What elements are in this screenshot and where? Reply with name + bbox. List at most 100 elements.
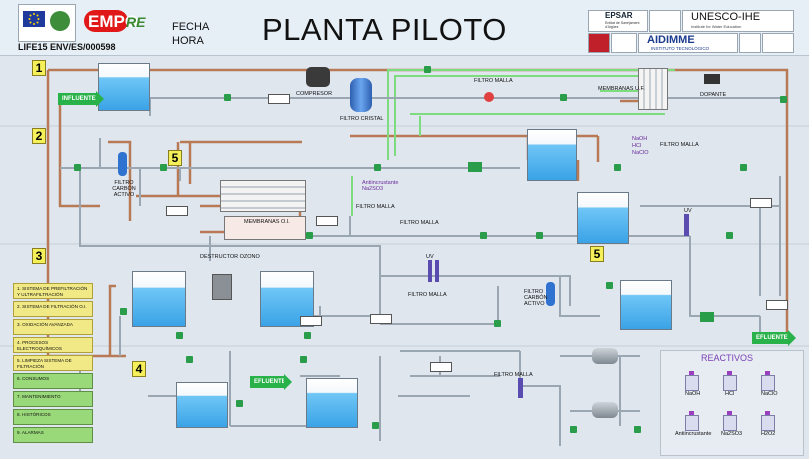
reagent-label-naoh: NaOH	[685, 391, 701, 397]
menu-item-limpieza-label: 5. LIMPIEZA SISTEMA DE FILTRACIÓN	[17, 358, 72, 369]
uf-product-tank[interactable]	[527, 129, 577, 181]
indicator-box[interactable]	[268, 94, 290, 104]
indicator-box[interactable]	[300, 316, 322, 326]
valve[interactable]	[570, 426, 577, 433]
section-4-marker: 4	[132, 361, 146, 377]
valve[interactable]	[536, 232, 543, 239]
filtro-malla-label-2: FILTRO MALLA	[356, 204, 395, 210]
reagent-h2o2[interactable]	[761, 411, 775, 431]
filtro-malla-1[interactable]	[484, 92, 494, 102]
dopante-pump[interactable]	[704, 74, 720, 84]
reagent-hcl[interactable]	[723, 371, 737, 391]
valve[interactable]	[424, 66, 431, 73]
naclo-label: NaClO	[632, 150, 649, 156]
valve[interactable]	[560, 94, 567, 101]
valve[interactable]	[304, 332, 311, 339]
pipe-network	[0, 68, 809, 446]
uv-label-2: UV	[426, 254, 434, 260]
uv-lamps-2[interactable]	[428, 260, 442, 282]
filtro-malla-label-6: FILTRO MALLA	[494, 372, 533, 378]
filtro-carbon-2[interactable]	[546, 282, 555, 306]
valve[interactable]	[480, 232, 487, 239]
menu-item-prefiltracion[interactable]: 1. SISTEMA DE PREFILTRACIÓN Y ULTRAFILTR…	[13, 283, 93, 299]
reagent-naclo[interactable]	[761, 371, 775, 391]
filtro-cristal[interactable]	[350, 78, 372, 112]
menu-item-oxidacion[interactable]: 3. OXIDACIÓN AVANZADA	[13, 319, 93, 335]
electro-tank-2[interactable]	[306, 378, 358, 428]
empo-logo-text: EMPO	[88, 12, 139, 31]
indicator-box[interactable]	[166, 206, 188, 216]
valve[interactable]	[780, 96, 787, 103]
aidimme-logo-subtext: INSTITUTO TECNOLÓGICO	[651, 46, 710, 51]
valve[interactable]	[300, 356, 307, 363]
ozone-tank-1[interactable]	[132, 271, 186, 327]
valve[interactable]	[74, 164, 81, 171]
valve[interactable]	[176, 332, 183, 339]
indicator-box[interactable]	[766, 300, 788, 310]
epsar-logo-text: EPSAR	[605, 11, 633, 20]
efluente-arrow-right: EFLUENTE	[752, 330, 796, 346]
filtro-malla-label-3: FILTRO MALLA	[400, 220, 439, 226]
menu-item-historicos[interactable]: 8. HISTÓRICOS	[13, 409, 93, 425]
hora-label: HORA	[172, 35, 204, 47]
empo-logo-suffix: RE	[126, 14, 146, 30]
valve[interactable]	[374, 164, 381, 171]
reagent-naoh[interactable]	[685, 371, 699, 391]
efluente-tank[interactable]	[620, 280, 672, 330]
electro-tank-1[interactable]	[176, 382, 228, 428]
unesco-logo-subtext: Institute for Water Education	[691, 24, 742, 29]
menu-item-mantenimiento-label: 7. MANTENIMIENTO	[17, 394, 61, 399]
reagent-antiincrustante[interactable]	[685, 411, 699, 431]
menu-item-mantenimiento[interactable]: 7. MANTENIMIENTO	[13, 391, 93, 407]
menu-item-oxidacion-label: 3. OXIDACIÓN AVANZADA	[17, 322, 73, 327]
valve[interactable]	[726, 232, 733, 239]
menu-item-filtracion-oi[interactable]: 2. SISTEMA DE FILTRACIÓN O.I.	[13, 301, 93, 317]
na2so3-label: Na2SO3	[362, 186, 384, 192]
efluente-label-mid: EFLUENTE	[254, 379, 286, 385]
uv-lamp-3[interactable]	[518, 378, 523, 398]
antiincrustante-label: Antiincrustante	[362, 180, 399, 186]
pump-section-2[interactable]	[468, 162, 482, 172]
valve[interactable]	[634, 426, 641, 433]
epsar-logo-subtext: Entitat de Sanejament d'Aigües	[605, 21, 640, 29]
process-menu: 1. SISTEMA DE PREFILTRACIÓN Y ULTRAFILTR…	[11, 283, 95, 448]
filtro-malla-label-5: FILTRO MALLA	[408, 292, 447, 298]
influente-tank[interactable]	[98, 63, 150, 111]
valve[interactable]	[494, 320, 501, 327]
destructor-ozono-label: DESTRUCTOR OZONO	[200, 254, 260, 260]
menu-item-consumos[interactable]: 6. CONSUMOS	[13, 373, 93, 389]
electrochemical-cell-2[interactable]	[592, 402, 618, 418]
valve[interactable]	[372, 422, 379, 429]
valve[interactable]	[306, 232, 313, 239]
indicator-box[interactable]	[430, 362, 452, 372]
destructor-ozono[interactable]	[212, 274, 232, 300]
menu-item-electroquimicos[interactable]: 4. PROCESOS ELECTROQUÍMICOS	[13, 337, 93, 353]
indicator-box[interactable]	[750, 198, 772, 208]
pump-efluente[interactable]	[700, 312, 714, 322]
membranas-uf[interactable]	[638, 68, 668, 110]
membranas-oi[interactable]	[220, 180, 306, 212]
valve[interactable]	[120, 308, 127, 315]
valve[interactable]	[186, 356, 193, 363]
reagent-na2so3[interactable]	[723, 411, 737, 431]
menu-item-limpieza[interactable]: 5. LIMPIEZA SISTEMA DE FILTRACIÓN	[13, 355, 93, 371]
valve[interactable]	[614, 164, 621, 171]
valve[interactable]	[224, 94, 231, 101]
valve[interactable]	[236, 400, 243, 407]
valve[interactable]	[160, 164, 167, 171]
membranas-oi-bank[interactable]	[224, 216, 306, 240]
valve[interactable]	[740, 164, 747, 171]
valve[interactable]	[606, 282, 613, 289]
process-diagram: 1 2 3 4 5 5 INFLUENTE EFLUENTE EFLUENTE …	[0, 56, 809, 459]
electrochemical-cell-1[interactable]	[592, 348, 618, 364]
eu-flag-icon	[23, 11, 45, 27]
oi-product-tank[interactable]	[577, 192, 629, 244]
filtro-carbon-1[interactable]	[118, 152, 127, 176]
reactivos-panel: REACTIVOS NaOH HCl NaClO Antiincrustante…	[660, 350, 804, 456]
menu-item-alarmas[interactable]: 9. ALARMAS	[13, 427, 93, 443]
unesco-logo-text: UNESCO-IHE	[691, 11, 761, 23]
uv-lamp-1[interactable]	[684, 214, 689, 236]
compressor[interactable]	[306, 67, 330, 87]
indicator-box[interactable]	[316, 216, 338, 226]
indicator-box[interactable]	[370, 314, 392, 324]
